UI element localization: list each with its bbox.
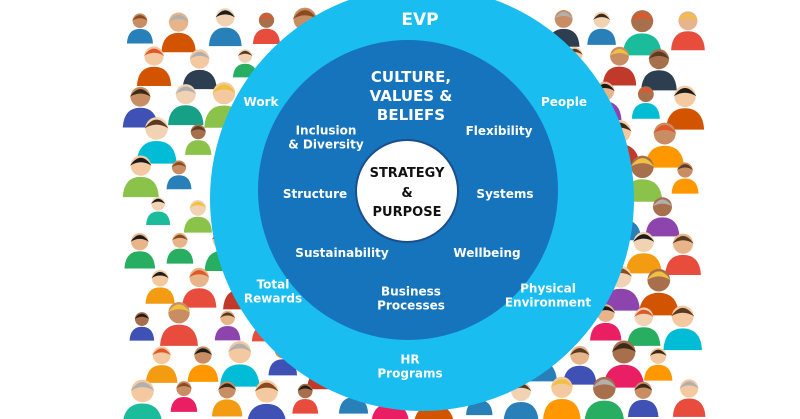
person-avatar-icon [628,381,659,417]
person-avatar-icon [292,383,319,414]
person-avatar-icon [663,305,703,351]
person-avatar-icon [672,379,706,417]
person-avatar-icon [187,346,219,382]
person-avatar-icon [129,312,155,341]
person-avatar-icon [584,376,624,419]
person-avatar-icon [181,267,217,308]
middle-label-inclusion-diversity: Inclusion & Diversity [288,123,364,152]
middle-label-flexibility: Flexibility [465,123,533,138]
person-avatar-icon [136,46,172,87]
person-avatar-icon [166,232,194,264]
person-avatar-icon [645,122,685,168]
person-avatar-icon [665,233,701,275]
person-avatar-icon [631,86,660,119]
person-avatar-icon [563,345,597,385]
outer-label-physical-environment: Physical Environment [504,281,592,310]
middle-title-culture-values-beliefs: CULTURE, VALUES & BELIEFS [369,67,453,124]
person-avatar-icon [645,197,680,237]
strategy-center-circle [355,139,459,243]
person-avatar-icon [183,199,213,233]
outer-label-total-rewards: Total Rewards [243,277,303,306]
person-avatar-icon [625,231,662,274]
person-avatar-icon [208,8,242,47]
middle-label-structure: Structure [282,186,348,201]
person-avatar-icon [622,10,662,56]
outer-label-hr-programs: HR Programs [377,352,443,381]
person-avatar-icon [603,340,645,388]
person-avatar-icon [671,11,705,51]
outer-label-people: People [540,94,588,109]
middle-label-systems: Systems [476,186,534,201]
person-avatar-icon [182,49,217,90]
person-avatar-icon [168,84,204,126]
person-avatar-icon [602,46,637,86]
person-avatar-icon [665,85,705,130]
person-avatar-icon [123,379,162,419]
person-avatar-icon [252,12,281,44]
person-avatar-icon [211,381,243,417]
middle-label-wellbeing: Wellbeing [453,245,521,260]
person-avatar-icon [627,307,661,346]
person-avatar-icon [641,49,677,91]
person-avatar-icon [214,310,241,341]
person-avatar-icon [145,270,175,304]
person-avatar-icon [220,340,260,387]
evp-title: EVP [401,9,439,30]
person-avatar-icon [503,381,539,419]
person-avatar-icon [543,376,581,419]
person-avatar-icon [644,347,673,381]
person-avatar-icon [587,11,616,45]
person-avatar-icon [126,13,153,44]
person-avatar-icon [185,124,212,155]
person-avatar-icon [671,162,699,194]
person-avatar-icon [170,381,198,412]
person-avatar-icon [124,233,156,269]
center-title-strategy-purpose: STRATEGY & PURPOSE [369,165,445,220]
person-avatar-icon [166,160,192,190]
person-avatar-icon [161,12,196,53]
outer-label-work: Work [243,94,279,109]
middle-label-business-processes: Business Processes [377,284,445,313]
person-avatar-icon [160,302,198,346]
person-avatar-icon [146,197,171,225]
middle-label-sustainability: Sustainability [295,245,389,260]
person-avatar-icon [122,155,159,198]
person-avatar-icon [145,346,178,383]
person-avatar-icon [247,380,286,419]
